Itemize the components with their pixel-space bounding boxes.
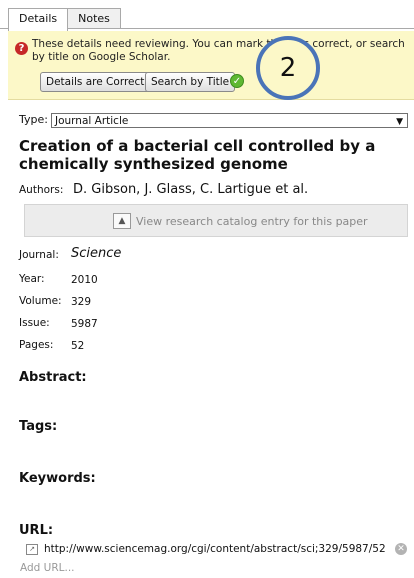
catalog-icon: ▲ — [113, 213, 131, 229]
year-value[interactable]: 2010 — [71, 274, 98, 286]
review-message: These details need reviewing. You can ma… — [32, 38, 405, 63]
clear-icon[interactable]: ✕ — [395, 543, 407, 555]
catalog-button-label: View research catalog entry for this pap… — [136, 215, 368, 228]
add-url-link[interactable]: Add URL... — [20, 562, 75, 574]
authors-label: Authors: — [19, 184, 64, 196]
paper-title[interactable]: Creation of a bacterial cell controlled … — [19, 137, 376, 173]
url-heading: URL: — [19, 523, 54, 538]
catalog-entry-button[interactable]: ▲ View research catalog entry for this p… — [24, 204, 408, 237]
type-value: Journal Article — [55, 115, 129, 127]
tags-heading: Tags: — [19, 419, 58, 434]
pages-value[interactable]: 52 — [71, 340, 85, 352]
tab-details[interactable]: Details — [8, 8, 69, 31]
abstract-heading: Abstract: — [19, 370, 87, 385]
volume-value[interactable]: 329 — [71, 296, 92, 308]
callout-badge: 2 — [256, 36, 320, 100]
external-link-icon[interactable]: ↗ — [26, 544, 38, 555]
journal-label: Journal: — [19, 249, 59, 261]
details-correct-button[interactable]: Details are Correct — [40, 72, 151, 92]
check-icon: ✓ — [230, 74, 244, 88]
pages-label: Pages: — [19, 339, 54, 351]
issue-value[interactable]: 5987 — [71, 318, 98, 330]
tab-notes[interactable]: Notes — [67, 8, 121, 29]
search-by-title-button[interactable]: Search by Title — [145, 72, 236, 92]
chevron-down-icon: ▼ — [396, 117, 403, 127]
url-link[interactable]: http://www.sciencemag.org/cgi/content/ab… — [44, 543, 386, 555]
volume-label: Volume: — [19, 295, 62, 307]
tab-bar: Details Notes — [8, 8, 121, 31]
issue-label: Issue: — [19, 317, 50, 329]
question-icon: ? — [15, 42, 28, 55]
authors-value[interactable]: D. Gibson, J. Glass, C. Lartigue et al. — [73, 182, 309, 197]
type-label: Type: — [19, 113, 48, 126]
type-select[interactable]: Journal Article ▼ — [51, 113, 408, 128]
keywords-heading: Keywords: — [19, 471, 96, 486]
year-label: Year: — [19, 273, 45, 285]
tab-divider — [0, 28, 414, 29]
journal-value[interactable]: Science — [71, 246, 122, 261]
